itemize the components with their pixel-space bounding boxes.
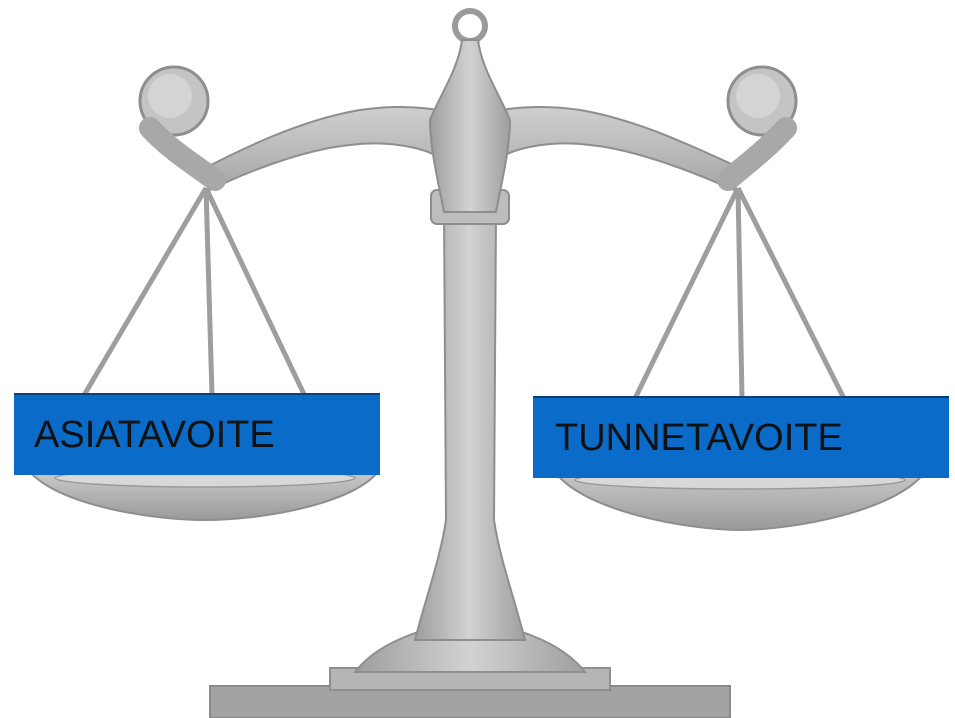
scale-column [415, 190, 525, 640]
right-pan-label: TUNNETAVOITE [533, 396, 949, 478]
left-pan-label: ASIATAVOITE [14, 393, 380, 475]
right-pan [555, 471, 925, 530]
right-pan-label-text: TUNNETAVOITE [555, 417, 843, 460]
left-pan [30, 469, 378, 520]
scale-finial [430, 11, 510, 212]
left-pan-label-text: ASIATAVOITE [34, 414, 275, 457]
